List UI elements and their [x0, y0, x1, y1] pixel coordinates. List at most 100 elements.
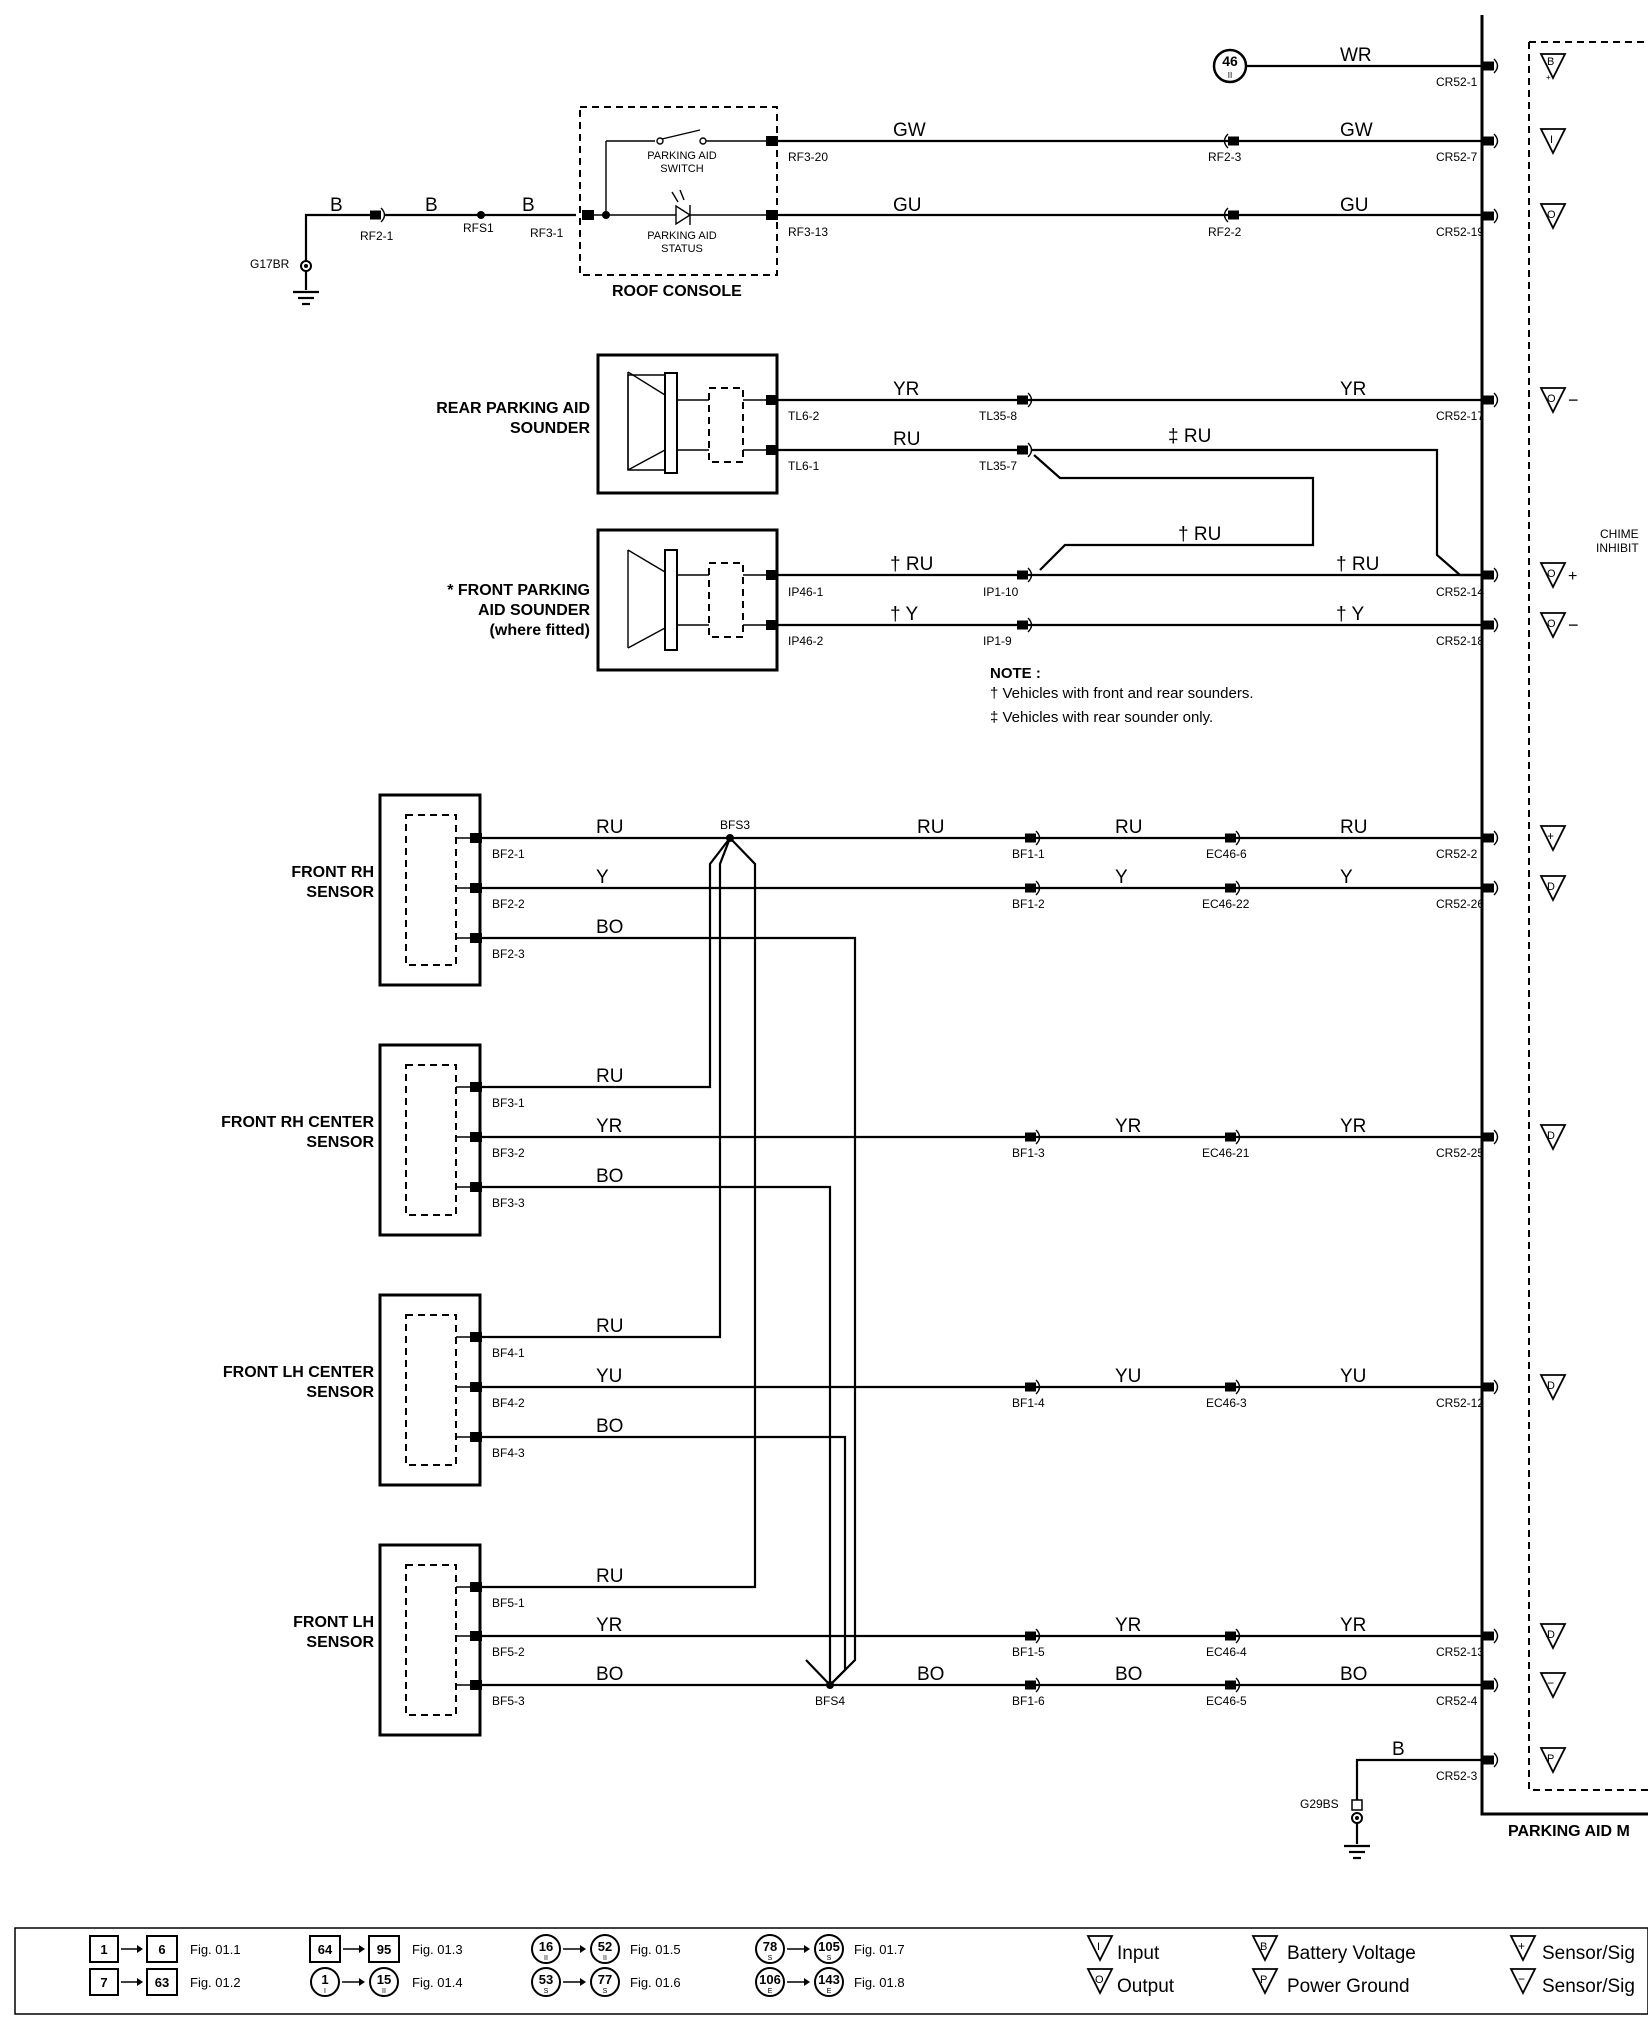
front-lh-center-sensor: FRONT LH CENTER SENSOR	[223, 1293, 482, 1487]
svg-text:SENSOR: SENSOR	[306, 884, 374, 901]
svg-text:IP46-2: IP46-2	[788, 634, 824, 648]
svg-text:95: 95	[377, 1942, 391, 1957]
svg-text:S: S	[544, 1988, 549, 1995]
svg-text:RU: RU	[1115, 817, 1142, 838]
svg-text:* FRONT PARKING: * FRONT PARKING	[447, 582, 590, 599]
svg-text:BF2-1: BF2-1	[492, 847, 525, 861]
svg-text:SWITCH: SWITCH	[660, 163, 703, 175]
svg-text:I: I	[1550, 134, 1553, 146]
front-parking-aid-sounder: * FRONT PARKING AID SOUNDER (where fitte…	[447, 528, 779, 672]
svg-text:CR52-14: CR52-14	[1436, 585, 1484, 599]
module-pins: B+ I O O− O+ O− + D D D D − P	[1482, 53, 1579, 1773]
parking-aid-status-led-icon	[650, 189, 767, 226]
pin-cr52-12: D	[1482, 1374, 1566, 1400]
svg-text:BF3-1: BF3-1	[492, 1096, 525, 1110]
svg-text:BO: BO	[1115, 1664, 1142, 1685]
svg-text:BFS3: BFS3	[720, 818, 750, 832]
svg-text:SOUNDER: SOUNDER	[510, 420, 590, 437]
svg-text:P: P	[1547, 1753, 1554, 1765]
svg-text:RU: RU	[1340, 817, 1367, 838]
svg-text:† Y: † Y	[890, 604, 919, 625]
reference-badge-sub: II	[1228, 71, 1232, 80]
svg-text:BO: BO	[1340, 1664, 1367, 1685]
module-label: PARKING AID M	[1508, 1823, 1630, 1840]
svg-text:BF3-3: BF3-3	[492, 1196, 525, 1210]
svg-text:63: 63	[155, 1975, 169, 1990]
svg-text:D: D	[1547, 1130, 1555, 1142]
note-line-1: † Vehicles with front and rear sounders.	[990, 685, 1253, 702]
svg-text:Sensor/Sig: Sensor/Sig	[1542, 1976, 1635, 1997]
rear-sounder-speaker-icon	[664, 372, 678, 474]
svg-text:BF5-3: BF5-3	[492, 1694, 525, 1708]
note-title: NOTE :	[990, 665, 1041, 682]
svg-text:77: 77	[598, 1972, 612, 1987]
legend-sensor-signal-minus: − Sensor/Sig	[1510, 1968, 1635, 1997]
svg-text:EC46-22: EC46-22	[1202, 897, 1250, 911]
svg-text:RU: RU	[596, 1316, 623, 1337]
svg-text:RF3-13: RF3-13	[788, 225, 828, 239]
svg-text:P: P	[1260, 1974, 1267, 1986]
svg-text:GW: GW	[1340, 120, 1373, 141]
svg-text:YR: YR	[893, 379, 919, 400]
svg-text:† Y: † Y	[1336, 604, 1365, 625]
svg-text:Output: Output	[1117, 1976, 1175, 1997]
svg-text:Fig. 01.4: Fig. 01.4	[412, 1975, 463, 1990]
svg-text:TL35-7: TL35-7	[979, 459, 1017, 473]
svg-text:1: 1	[100, 1942, 107, 1957]
svg-text:FRONT RH CENTER: FRONT RH CENTER	[221, 1114, 374, 1131]
svg-text:TL6-1: TL6-1	[788, 459, 820, 473]
svg-text:S: S	[827, 1955, 832, 1962]
svg-text:BFS4: BFS4	[815, 1694, 845, 1708]
svg-text:143: 143	[818, 1972, 840, 1987]
svg-text:+: +	[1518, 1939, 1525, 1953]
svg-text:S: S	[768, 1955, 773, 1962]
svg-text:B: B	[1392, 1739, 1405, 1760]
svg-text:−: −	[1568, 390, 1579, 410]
svg-text:Fig. 01.5: Fig. 01.5	[630, 1942, 681, 1957]
svg-text:EC46-6: EC46-6	[1206, 847, 1247, 861]
svg-text:B: B	[1547, 56, 1554, 68]
front-rh-sensor: FRONT RH SENSOR	[291, 793, 482, 987]
roof-console-label: ROOF CONSOLE	[612, 283, 742, 300]
svg-text:TL35-8: TL35-8	[979, 409, 1017, 423]
svg-text:BF5-2: BF5-2	[492, 1645, 525, 1659]
legend-fig-01-4: 1 I 15 II Fig. 01.4	[310, 1967, 463, 1997]
svg-text:CR52-12: CR52-12	[1436, 1396, 1484, 1410]
pin-cr52-26: D	[1482, 875, 1566, 901]
svg-text:GU: GU	[893, 195, 922, 216]
legend-output: O Output	[1087, 1968, 1175, 1997]
svg-text:CR52-1: CR52-1	[1436, 75, 1478, 89]
pin-cr52-1: B+	[1482, 53, 1566, 82]
module-outline	[1480, 15, 1648, 1816]
pin-cr52-4: −	[1482, 1672, 1566, 1698]
sounder-wiring: TL6-2 YR TL35-8 YR CR52-17 TL6-1 RU TL35…	[778, 379, 1484, 726]
svg-text:YR: YR	[596, 1615, 622, 1636]
svg-text:Y: Y	[596, 867, 609, 888]
svg-text:52: 52	[598, 1939, 612, 1954]
svg-text:D: D	[1547, 1380, 1555, 1392]
svg-text:Fig. 01.6: Fig. 01.6	[630, 1975, 681, 1990]
legend-fig-01-2: 7 63 Fig. 01.2	[89, 1968, 241, 1996]
svg-text:CR52-26: CR52-26	[1436, 897, 1484, 911]
svg-text:B: B	[522, 195, 535, 216]
svg-text:RF2-1: RF2-1	[360, 229, 394, 243]
svg-text:PARKING AID: PARKING AID	[647, 150, 717, 162]
svg-text:PARKING AID: PARKING AID	[647, 230, 717, 242]
svg-text:YR: YR	[1340, 1615, 1366, 1636]
svg-text:Input: Input	[1117, 1943, 1160, 1964]
svg-text:† RU: † RU	[890, 554, 933, 575]
svg-text:Fig. 01.7: Fig. 01.7	[854, 1942, 905, 1957]
svg-text:(where fitted): (where fitted)	[490, 622, 590, 639]
svg-text:BF2-2: BF2-2	[492, 897, 525, 911]
svg-text:CR52-7: CR52-7	[1436, 150, 1478, 164]
svg-text:7: 7	[100, 1975, 107, 1990]
svg-text:BO: BO	[596, 1416, 623, 1437]
svg-text:GW: GW	[893, 120, 926, 141]
svg-text:D: D	[1547, 1629, 1555, 1641]
svg-text:BF4-2: BF4-2	[492, 1396, 525, 1410]
front-sounder-speaker-icon	[664, 549, 678, 651]
svg-text:Power Ground: Power Ground	[1287, 1976, 1410, 1997]
svg-text:Battery Voltage: Battery Voltage	[1287, 1943, 1416, 1964]
pin-cr52-13: D	[1482, 1623, 1566, 1649]
svg-text:−: −	[1568, 615, 1579, 635]
